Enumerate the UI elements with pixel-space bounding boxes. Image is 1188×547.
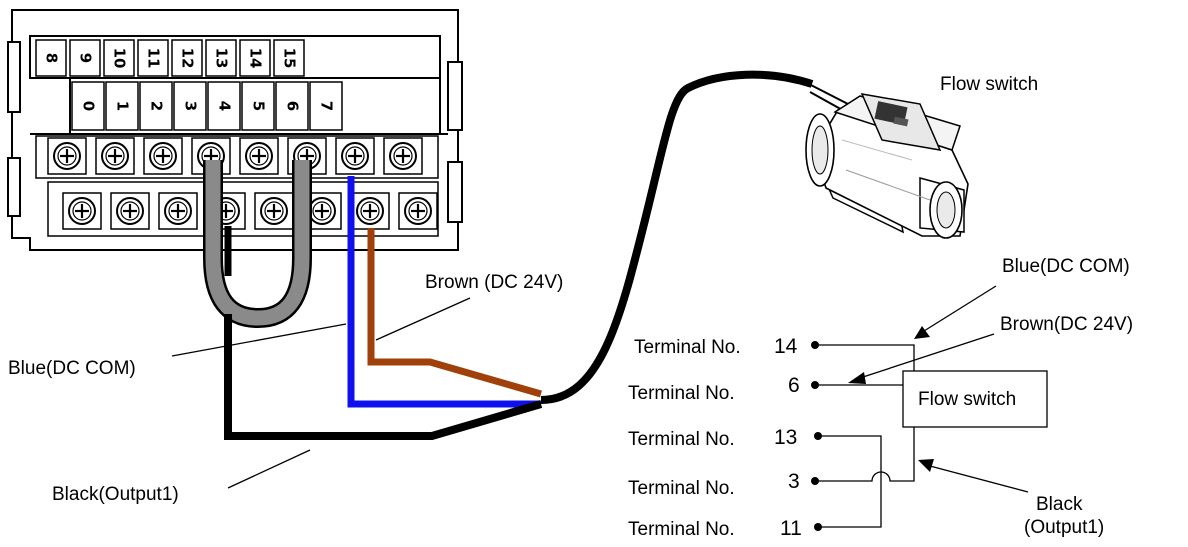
terminal-prefix: Terminal No. <box>628 429 735 450</box>
screw-terminal-icon <box>335 137 375 175</box>
screw-terminal-icon <box>47 137 87 175</box>
flow-switch-box-label: Flow switch <box>918 389 1016 410</box>
terminal-number-7: 7 <box>309 81 343 131</box>
brown-wire-leader <box>375 297 471 341</box>
screw-terminal-icon <box>158 192 198 230</box>
screw-terminal-icon <box>239 137 279 175</box>
svg-text:10: 10 <box>111 48 129 69</box>
svg-text:6: 6 <box>284 101 302 111</box>
svg-text:12: 12 <box>179 48 197 69</box>
terminal-number-1: 1 <box>105 81 139 131</box>
terminal-prefix: Terminal No. <box>628 478 735 499</box>
flow-switch-label: Flow switch <box>940 74 1038 95</box>
svg-text:5: 5 <box>250 101 268 111</box>
terminal-number-0: 0 <box>71 81 105 131</box>
svg-text:9: 9 <box>77 53 95 63</box>
terminal-number-15: 15 <box>273 39 305 77</box>
screw-terminal-icon <box>254 192 294 230</box>
schematic-brown-label: Brown(DC 24V) <box>1000 314 1133 335</box>
svg-text:4: 4 <box>216 101 234 111</box>
screw-terminal-icon <box>95 137 135 175</box>
terminal-number-10: 10 <box>103 39 135 77</box>
terminal-number-11: 11 <box>137 39 169 77</box>
svg-text:3: 3 <box>182 101 200 111</box>
black-wire <box>224 314 543 440</box>
svg-text:14: 14 <box>247 48 265 69</box>
terminal-number: 11 <box>780 517 802 540</box>
screw-terminal-icon <box>143 137 183 175</box>
sensor-cable <box>540 70 814 404</box>
svg-text:1: 1 <box>114 101 132 111</box>
schematic-black-label-2: (Output1) <box>1024 517 1104 538</box>
terminal-number-6: 6 <box>275 81 309 131</box>
schematic-terminal-11: Terminal No. 11 <box>628 517 822 540</box>
terminal-number: 14 <box>774 335 798 358</box>
screw-terminal-icon <box>398 192 438 230</box>
jumper-fill <box>205 160 310 326</box>
terminal-number: 13 <box>774 426 797 449</box>
screw-terminal-icon <box>350 192 390 230</box>
brown-wire <box>367 228 542 398</box>
blue-wire-leader <box>171 323 347 357</box>
blue-wire <box>347 176 541 408</box>
svg-text:13: 13 <box>213 48 231 69</box>
black-wire-label: Black(Output1) <box>52 484 179 505</box>
schematic-terminal-14: Terminal No. 14 <box>634 335 819 358</box>
terminal-prefix: Terminal No. <box>634 337 741 358</box>
svg-text:2: 2 <box>148 101 166 111</box>
terminal-number-12: 12 <box>171 39 203 77</box>
schematic: Terminal No. 14 Terminal No. 6 Terminal … <box>628 256 1133 540</box>
schematic-blue-label: Blue(DC COM) <box>1002 256 1130 277</box>
terminal-number-2: 2 <box>139 81 173 131</box>
terminal-number-9: 9 <box>69 39 101 77</box>
brown-wire-label: Brown (DC 24V) <box>425 272 563 293</box>
black-wire-leader <box>227 449 311 489</box>
terminal-number-8: 8 <box>35 39 67 77</box>
schematic-terminal-6: Terminal No. 6 <box>628 374 819 404</box>
svg-text:11: 11 <box>145 48 163 69</box>
flow-switch-device <box>805 93 969 239</box>
terminal-number-14: 14 <box>239 39 271 77</box>
schematic-terminal-13: Terminal No. 13 <box>628 426 822 450</box>
screw-terminal-icon <box>383 137 423 175</box>
jumper-connection <box>818 435 882 528</box>
black-connection <box>815 427 915 482</box>
terminal-number-4: 4 <box>207 81 241 131</box>
flow-switch-box <box>902 370 1048 428</box>
schematic-black-label-1: Black <box>1036 494 1083 515</box>
blue-wire-label: Blue(DC COM) <box>8 358 136 379</box>
blue-connection <box>815 344 915 371</box>
screw-terminal-icon <box>110 192 150 230</box>
screw-terminal-icon <box>62 192 102 230</box>
terminal-number: 3 <box>788 470 800 493</box>
terminal-number-13: 13 <box>205 39 237 77</box>
terminal-number-3: 3 <box>173 81 207 131</box>
terminal-number-5: 5 <box>241 81 275 131</box>
terminal-number: 6 <box>788 374 800 397</box>
svg-text:8: 8 <box>43 53 61 63</box>
schematic-terminal-3: Terminal No. 3 <box>628 470 819 499</box>
svg-text:0: 0 <box>80 101 98 111</box>
svg-text:15: 15 <box>281 48 299 69</box>
terminal-prefix: Terminal No. <box>628 383 735 404</box>
svg-text:7: 7 <box>318 101 336 111</box>
terminal-prefix: Terminal No. <box>628 519 735 540</box>
